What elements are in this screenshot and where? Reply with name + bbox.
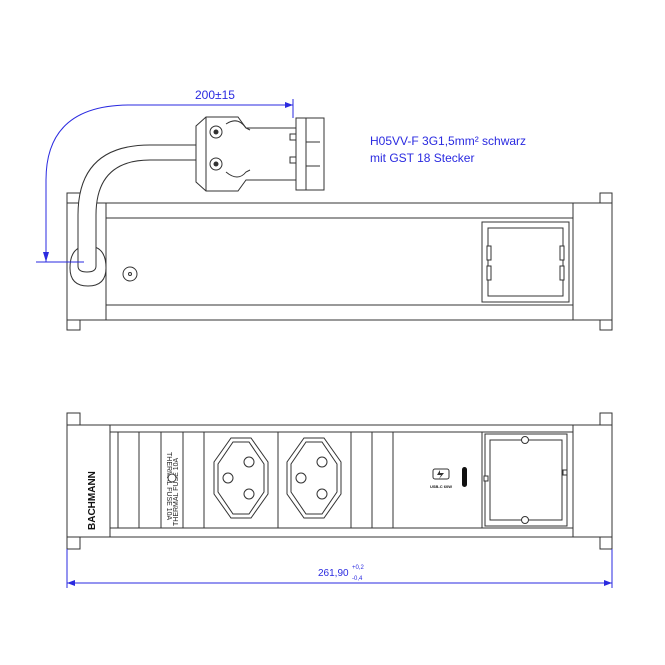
width-tolerance-lower: -0,4 <box>352 576 363 582</box>
bachmann-logo: BACHMANN <box>87 471 98 530</box>
usb-label: USB-C 60W <box>430 484 452 489</box>
tab <box>66 192 81 204</box>
tab <box>66 536 81 550</box>
cable-length-dimension: 200±15 <box>195 88 235 102</box>
tab <box>599 319 613 331</box>
fuse-label-lower: THERMAL FUSE 10A <box>173 457 180 526</box>
tab <box>66 319 81 331</box>
fuse-label-upper: THERMAL FUSE 10A <box>165 452 172 521</box>
tab <box>599 536 613 550</box>
width-tolerance-upper: +0,2 <box>352 565 365 571</box>
front-view: BACHMANN THERMAL FUSE 10A THERMAL FUSE 1… <box>66 412 613 588</box>
tab <box>599 192 613 204</box>
tab <box>599 412 613 426</box>
power-cable <box>77 144 197 273</box>
screw-icon <box>122 266 138 282</box>
cable-note-line1: H05VV-F 3G1,5mm² schwarz <box>370 134 526 148</box>
socket-2 <box>286 437 342 519</box>
width-dimension: 261,90 <box>318 568 349 579</box>
tab <box>66 412 81 426</box>
cable-length-dimension-line <box>45 104 293 262</box>
usb-c-charger-icon <box>432 468 450 480</box>
module-frame <box>481 221 570 303</box>
end-cap-right <box>572 202 613 321</box>
socket-1 <box>213 437 269 519</box>
cable-note-line2: mit GST 18 Stecker <box>370 151 474 165</box>
end-cap-right <box>572 424 613 538</box>
usb-c-port <box>462 467 467 487</box>
gst18-connector <box>195 116 325 192</box>
module-frame <box>484 433 568 527</box>
end-cap-left <box>66 424 111 538</box>
top-view: 200±15 H05VV-F 3G1,5mm² schwarz mit GST … <box>36 88 613 331</box>
thermal-fuse-button[interactable] <box>167 473 177 483</box>
